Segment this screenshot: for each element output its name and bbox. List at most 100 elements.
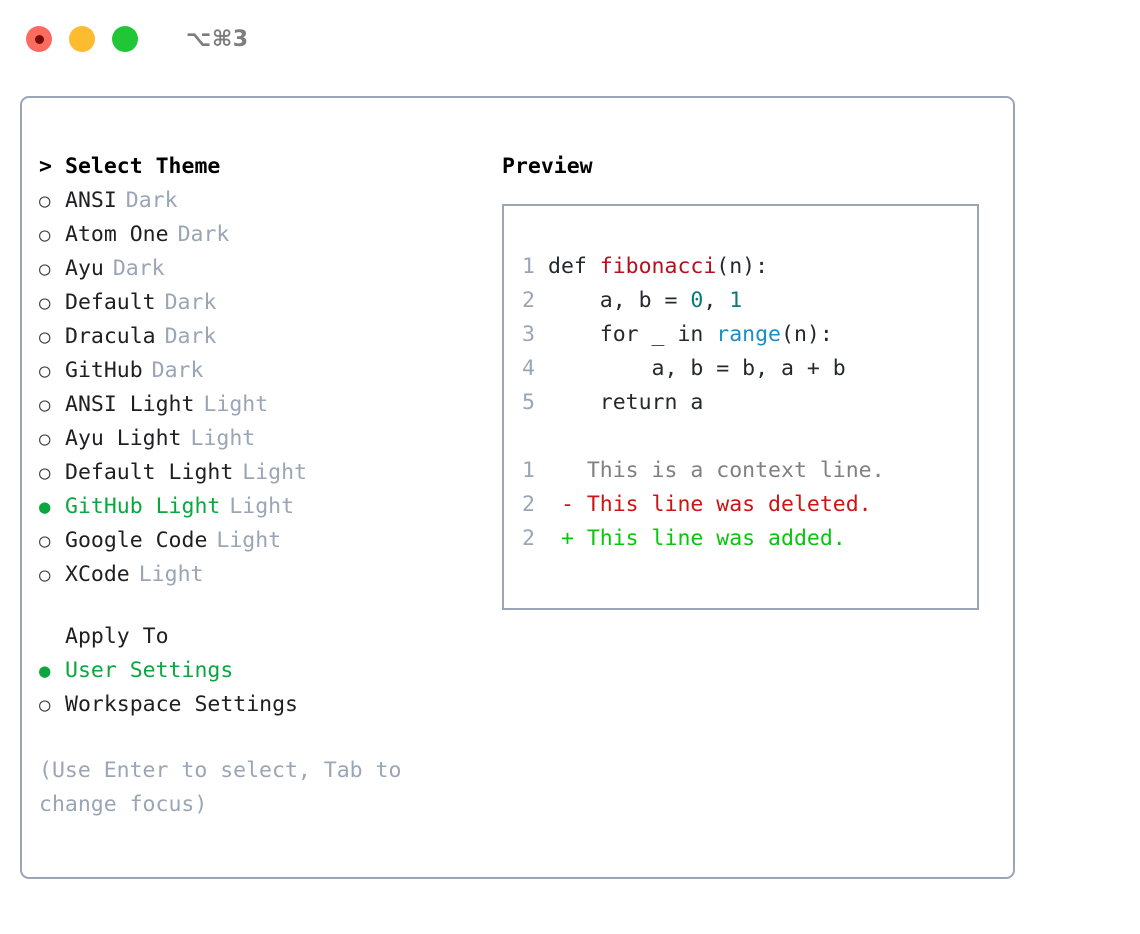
- line-number: 4: [522, 356, 535, 381]
- radio-unselected-icon[interactable]: ○: [39, 292, 51, 314]
- theme-name: Atom One: [65, 222, 169, 247]
- line-number: 3: [522, 322, 535, 347]
- line-number: 2: [522, 288, 535, 313]
- theme-variant-badge: Light: [216, 528, 282, 553]
- preview-title: Preview: [502, 154, 593, 179]
- code-token-plain: for _ in: [548, 322, 717, 347]
- theme-variant-badge: Dark: [177, 222, 230, 247]
- theme-variant-badge: Light: [138, 562, 204, 587]
- apply-to-option-label: User Settings: [65, 658, 234, 683]
- theme-name: Dracula: [65, 324, 156, 349]
- theme-name: ANSI: [65, 188, 117, 213]
- theme-variant-badge: Dark: [112, 256, 165, 281]
- theme-list-header: > Select Theme: [39, 150, 489, 184]
- diff-text: This is a context line.: [573, 458, 885, 483]
- focus-caret-icon: >: [39, 154, 52, 179]
- theme-name: Ayu Light: [65, 426, 182, 451]
- theme-variant-badge: Dark: [164, 290, 217, 315]
- radio-selected-icon[interactable]: ●: [39, 660, 51, 682]
- minimize-button[interactable]: [69, 26, 95, 52]
- line-number: 1: [522, 458, 535, 483]
- spacer-icon: ○: [39, 620, 65, 654]
- theme-list-item[interactable]: ○ Default Dark: [39, 286, 489, 320]
- code-token-plain: def: [548, 254, 600, 279]
- theme-name: Google Code: [65, 528, 208, 553]
- radio-unselected-icon[interactable]: ○: [39, 224, 51, 246]
- theme-name: GitHub: [65, 358, 143, 383]
- window-controls: [26, 26, 138, 52]
- theme-list-item[interactable]: ○ Google Code Light: [39, 524, 489, 558]
- diff-sign: +: [548, 526, 574, 551]
- diff-text: This line was deleted.: [573, 492, 872, 517]
- theme-list-item[interactable]: ○ Dracula Dark: [39, 320, 489, 354]
- theme-list-item[interactable]: ○ ANSI Light Light: [39, 388, 489, 422]
- code-token-plain: (n):: [781, 322, 833, 347]
- apply-to-option-label: Workspace Settings: [65, 692, 298, 717]
- close-button[interactable]: [26, 26, 52, 52]
- title-bar: ⌥⌘3: [0, 0, 1140, 78]
- theme-variant-badge: Light: [190, 426, 256, 451]
- code-line: 5 return a: [522, 386, 977, 420]
- theme-variant-badge: Dark: [164, 324, 217, 349]
- radio-unselected-icon[interactable]: ○: [39, 462, 51, 484]
- theme-name: GitHub Light: [65, 494, 221, 519]
- code-line: 2 a, b = 0, 1: [522, 284, 977, 318]
- page-title: Select Theme: [65, 154, 221, 179]
- line-number: 1: [522, 254, 535, 279]
- radio-unselected-icon[interactable]: ○: [39, 258, 51, 280]
- theme-list-item[interactable]: ○ ANSI Dark: [39, 184, 489, 218]
- theme-name: Default: [65, 290, 156, 315]
- theme-variant-badge: Light: [203, 392, 269, 417]
- radio-unselected-icon[interactable]: ○: [39, 190, 51, 212]
- radio-unselected-icon[interactable]: ○: [39, 326, 51, 348]
- radio-unselected-icon[interactable]: ○: [39, 360, 51, 382]
- theme-variant-badge: Dark: [125, 188, 178, 213]
- code-token-plain: return a: [548, 390, 704, 415]
- keyboard-shortcut-label: ⌥⌘3: [186, 26, 249, 52]
- apply-to-item[interactable]: ● User Settings: [39, 654, 489, 688]
- diff-sample: 1 This is a context line. 2 - This line w…: [522, 454, 977, 556]
- line-number: 2: [522, 526, 535, 551]
- code-token-fn: fibonacci: [599, 254, 717, 279]
- keyboard-hint: (Use Enter to select, Tab to change focu…: [39, 758, 402, 817]
- theme-variant-badge: Light: [229, 494, 295, 519]
- radio-unselected-icon[interactable]: ○: [39, 694, 51, 716]
- apply-to-list[interactable]: ● User Settings ○ Workspace Settings: [39, 654, 489, 722]
- section-divider: [39, 592, 489, 620]
- maximize-button[interactable]: [112, 26, 138, 52]
- theme-list-item[interactable]: ● GitHub Light Light: [39, 490, 489, 524]
- radio-unselected-icon[interactable]: ○: [39, 564, 51, 586]
- code-token-plain: a, b =: [548, 288, 691, 313]
- theme-list-item[interactable]: ○ Atom One Dark: [39, 218, 489, 252]
- diff-line-del: 2 - This line was deleted.: [522, 488, 977, 522]
- radio-selected-icon[interactable]: ●: [39, 496, 51, 518]
- diff-line-add: 2 + This line was added.: [522, 522, 977, 556]
- code-line: 3 for _ in range(n):: [522, 318, 977, 352]
- apply-to-item[interactable]: ○ Workspace Settings: [39, 688, 489, 722]
- code-diff-spacer: [522, 420, 977, 454]
- theme-variant-badge: Light: [242, 460, 308, 485]
- radio-unselected-icon[interactable]: ○: [39, 394, 51, 416]
- diff-text: This line was added.: [573, 526, 846, 551]
- theme-list-item[interactable]: ○ GitHub Dark: [39, 354, 489, 388]
- theme-name: ANSI Light: [65, 392, 195, 417]
- diff-sign: [548, 454, 574, 488]
- theme-variant-badge: Dark: [151, 358, 204, 383]
- diff-sign: -: [548, 492, 574, 517]
- theme-list-item[interactable]: ○ Ayu Light Light: [39, 422, 489, 456]
- code-token-plain: ,: [703, 288, 730, 313]
- code-token-call: range: [716, 322, 782, 347]
- radio-unselected-icon[interactable]: ○: [39, 530, 51, 552]
- radio-unselected-icon[interactable]: ○: [39, 428, 51, 450]
- code-token-plain: a, b = b, a + b: [548, 356, 846, 381]
